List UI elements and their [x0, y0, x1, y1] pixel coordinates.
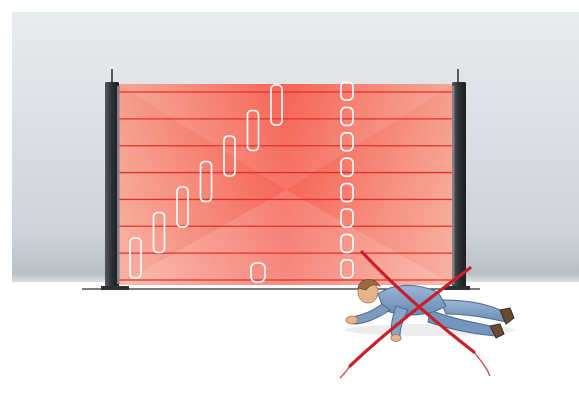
column-object: [340, 106, 354, 127]
stair-object: [129, 237, 142, 279]
column-object: [340, 208, 354, 228]
stair-object: [246, 109, 260, 152]
column-object: [340, 233, 354, 254]
column-object: [340, 182, 354, 203]
stair-object: [270, 84, 283, 126]
transmitter-post: [101, 69, 129, 290]
stair-object: [176, 186, 189, 228]
stair-object: [199, 160, 213, 203]
column-object: [340, 81, 354, 101]
receiver-post: [444, 69, 470, 290]
column-object: [340, 157, 354, 177]
floor-object: [250, 262, 266, 283]
column-object: [340, 258, 354, 279]
protective-field: [118, 84, 454, 285]
stair-object: [223, 135, 236, 177]
prohibition-mark: [339, 250, 491, 379]
column-object: [340, 132, 354, 152]
stair-object: [152, 211, 166, 254]
light-beams: [119, 91, 452, 281]
test-objects: [129, 81, 354, 283]
